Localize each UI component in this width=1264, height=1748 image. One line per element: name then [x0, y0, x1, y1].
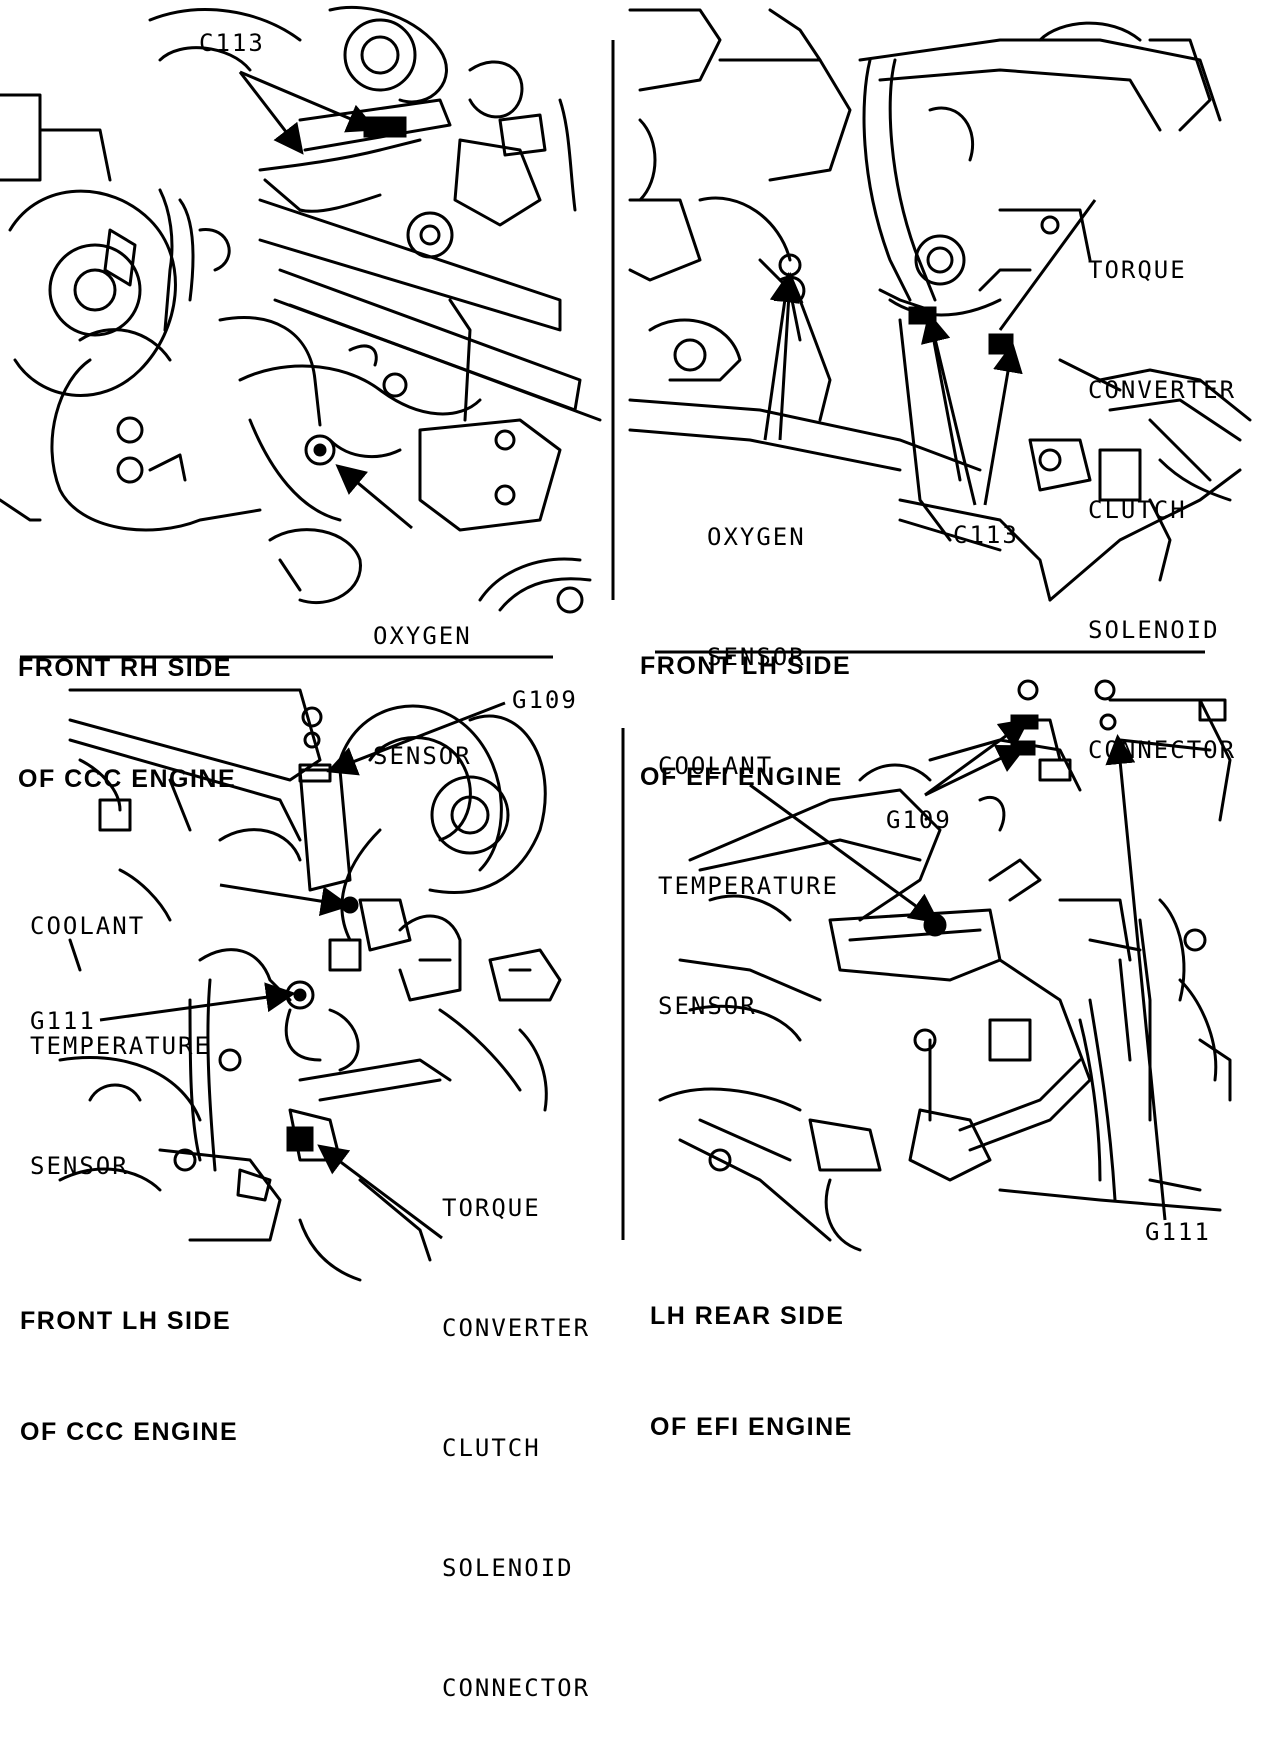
caption-front-lh-ccc: FRONT LH SIDE OF CCC ENGINE [20, 1307, 239, 1446]
oxygen-sensor-label-top-left: OXYGEN SENSOR [373, 622, 472, 770]
panel-dividers [20, 40, 1205, 1240]
engine-sketch-front-rh-ccc [0, 5, 602, 614]
torque-converter-clutch-solenoid-connector-label-top-right: TORQUE CONVERTER CLUTCH SOLENOID CONNECT… [1088, 256, 1237, 764]
g109-label-bottom-left: G109 [512, 686, 578, 714]
torque-converter-clutch-solenoid-connector-label-bottom-left: TORQUE CONVERTER CLUTCH SOLENOID CONNECT… [442, 1194, 591, 1702]
g111-label-bottom-left: G111 [30, 1007, 96, 1035]
c113-label-top-right: C113 [953, 521, 1019, 549]
c113-callouts-top-left [238, 70, 407, 155]
engine-diagram-artwork [0, 5, 1252, 1282]
c113-label-top-left: C113 [199, 29, 265, 57]
g111-label-bottom-right: G111 [1145, 1218, 1211, 1246]
bottom-left-callouts [99, 701, 506, 1240]
top-right-callouts [763, 199, 1097, 506]
oxygen-sensor-callout-top-left [335, 464, 413, 530]
coolant-temperature-sensor-label-bottom-right: COOLANT TEMPERATURE SENSOR [658, 752, 839, 1020]
bottom-right-callouts [749, 714, 1167, 1221]
caption-lh-rear-efi: LH REAR SIDE OF EFI ENGINE [650, 1302, 853, 1441]
caption-front-rh-ccc: FRONT RH SIDE OF CCC ENGINE [18, 654, 237, 793]
engine-sketch-front-lh-efi [628, 8, 1252, 602]
g109-label-bottom-right: G109 [886, 806, 952, 834]
engine-sketch-front-lh-ccc [58, 688, 562, 1282]
caption-front-lh-efi: FRONT LH SIDE OF EFI ENGINE [640, 652, 852, 791]
oxygen-sensor-label-top-right: OXYGEN SENSOR [707, 523, 806, 671]
coolant-temperature-sensor-label-bottom-left: COOLANT TEMPERATURE SENSOR [30, 912, 211, 1180]
